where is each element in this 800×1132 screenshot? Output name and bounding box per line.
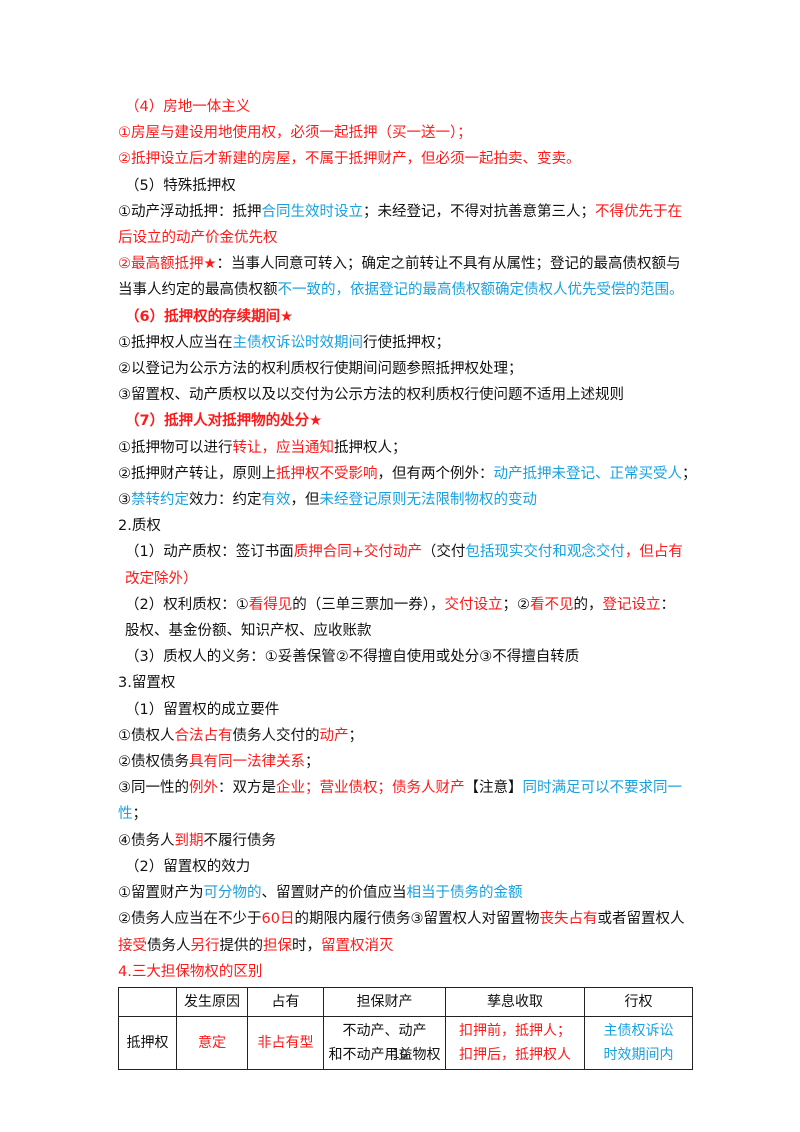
page-number: 10: [392, 1047, 408, 1061]
table-header-cell: 行权: [584, 986, 693, 1017]
para-l16: （1）动产质权：签订书面质押合同+交付动产（交付包括现实交付和观念交付，但占有改…: [125, 544, 683, 587]
table-cell: 抵押权: [118, 1015, 177, 1070]
para-l13: ②抵押财产转让，原则上抵押权不受影响，但有两个例外：动产抵押未登记、正常买受人；: [118, 465, 697, 482]
para-l22: ②债权债务具有同一法律关系；: [118, 754, 320, 771]
para-l08: ①抵押权人应当在主债权诉讼时效期间行使抵押权；: [118, 334, 450, 351]
para-l18: （3）质权人的义务：①妥善保管②不得擅自使用或处分③不得擅自转质: [125, 649, 580, 666]
para-l02: ①房屋与建设用地使用权，必须一起抵押（买一送一）；: [118, 125, 472, 142]
table-cell: 不动产、动产和不动产用益物权: [323, 1015, 446, 1070]
comparison-table: 发生原因 占有 担保财产 孳息收取 行权 抵押权 意定 非占有型 不动产、动产和…: [118, 986, 693, 1070]
para-l06: ②最高额抵押★：当事人同意可转入；确定之前转让不具有从属性；登记的最高债权额与当…: [118, 256, 684, 299]
heading-5: （5）特殊抵押权: [125, 177, 236, 194]
table-cell: 意定: [176, 1015, 248, 1070]
table-header-cell: 孳息收取: [445, 986, 585, 1017]
heading-lien-2: （2）留置权的效力: [125, 858, 251, 875]
heading-6: （6）抵押权的存续期间★: [125, 308, 294, 325]
heading-lien-1: （1）留置权的成立要件: [125, 701, 280, 718]
para-l12: ①抵押物可以进行转让，应当通知抵押权人；: [118, 439, 407, 456]
para-l21: ①债权人合法占有债务人交付的动产；: [118, 727, 363, 744]
table-header-row: 发生原因 占有 担保财产 孳息收取 行权: [118, 986, 693, 1017]
section-4-title: 4.三大担保物权的区别: [118, 963, 263, 980]
table-cell: 主债权诉讼时效期间内: [584, 1015, 693, 1070]
table-header-cell: 担保财产: [323, 986, 446, 1017]
table-header-cell: 占有: [247, 986, 324, 1017]
table-cell: 非占有型: [247, 1015, 324, 1070]
para-l17: （2）权利质权：①看得见的（三单三票加一券），交付设立；②看不见的，登记设立：股…: [125, 596, 675, 640]
para-l09: ②以登记为公示方法的权利质权行使期间问题参照抵押权处理；: [118, 361, 523, 378]
document-body: （4）房地一体主义 ①房屋与建设用地使用权，必须一起抵押（买一送一）； ②抵押设…: [118, 94, 697, 1070]
heading-7: （7）抵押人对抵押物的处分★: [125, 413, 323, 430]
para-l14: ③禁转约定效力：约定有效，但未经登记原则无法限制物权的变动: [118, 492, 537, 509]
table-header-cell: 发生原因: [176, 986, 248, 1017]
table-row: 抵押权 意定 非占有型 不动产、动产和不动产用益物权 扣押前，抵押人；扣押后，抵…: [118, 1015, 693, 1070]
para-l03: ②抵押设立后才新建的房屋，不属于抵押财产，但必须一起拍卖、变卖。: [118, 151, 581, 168]
table-cell: 扣押前，抵押人；扣押后，抵押权人: [445, 1015, 585, 1070]
para-l23: ③同一性的例外：双方是企业；营业债权；债务人财产【注意】同时满足可以不要求同一性…: [118, 780, 682, 823]
section-2-title: 2.质权: [118, 518, 161, 535]
heading-4: （4）房地一体主义: [125, 99, 251, 115]
para-l27: ②债务人应当在不少于60日的期限内履行债务③留置权人对留置物丧失占有或者留置权人…: [118, 911, 685, 954]
table-header-cell: [118, 986, 177, 1017]
para-l10: ③留置权、动产质权以及以交付为公示方法的权利质权行使问题不适用上述规则: [118, 387, 624, 404]
para-l26: ①留置财产为可分物的、留置财产的价值应当相当于债务的金额: [118, 885, 523, 902]
para-l24: ④债务人到期不履行债务: [118, 832, 276, 849]
section-3-title: 3.留置权: [118, 675, 176, 692]
para-l05: ①动产浮动抵押：抵押合同生效时设立；未经登记，不得对抗善意第三人；不得优先于在后…: [118, 203, 682, 247]
